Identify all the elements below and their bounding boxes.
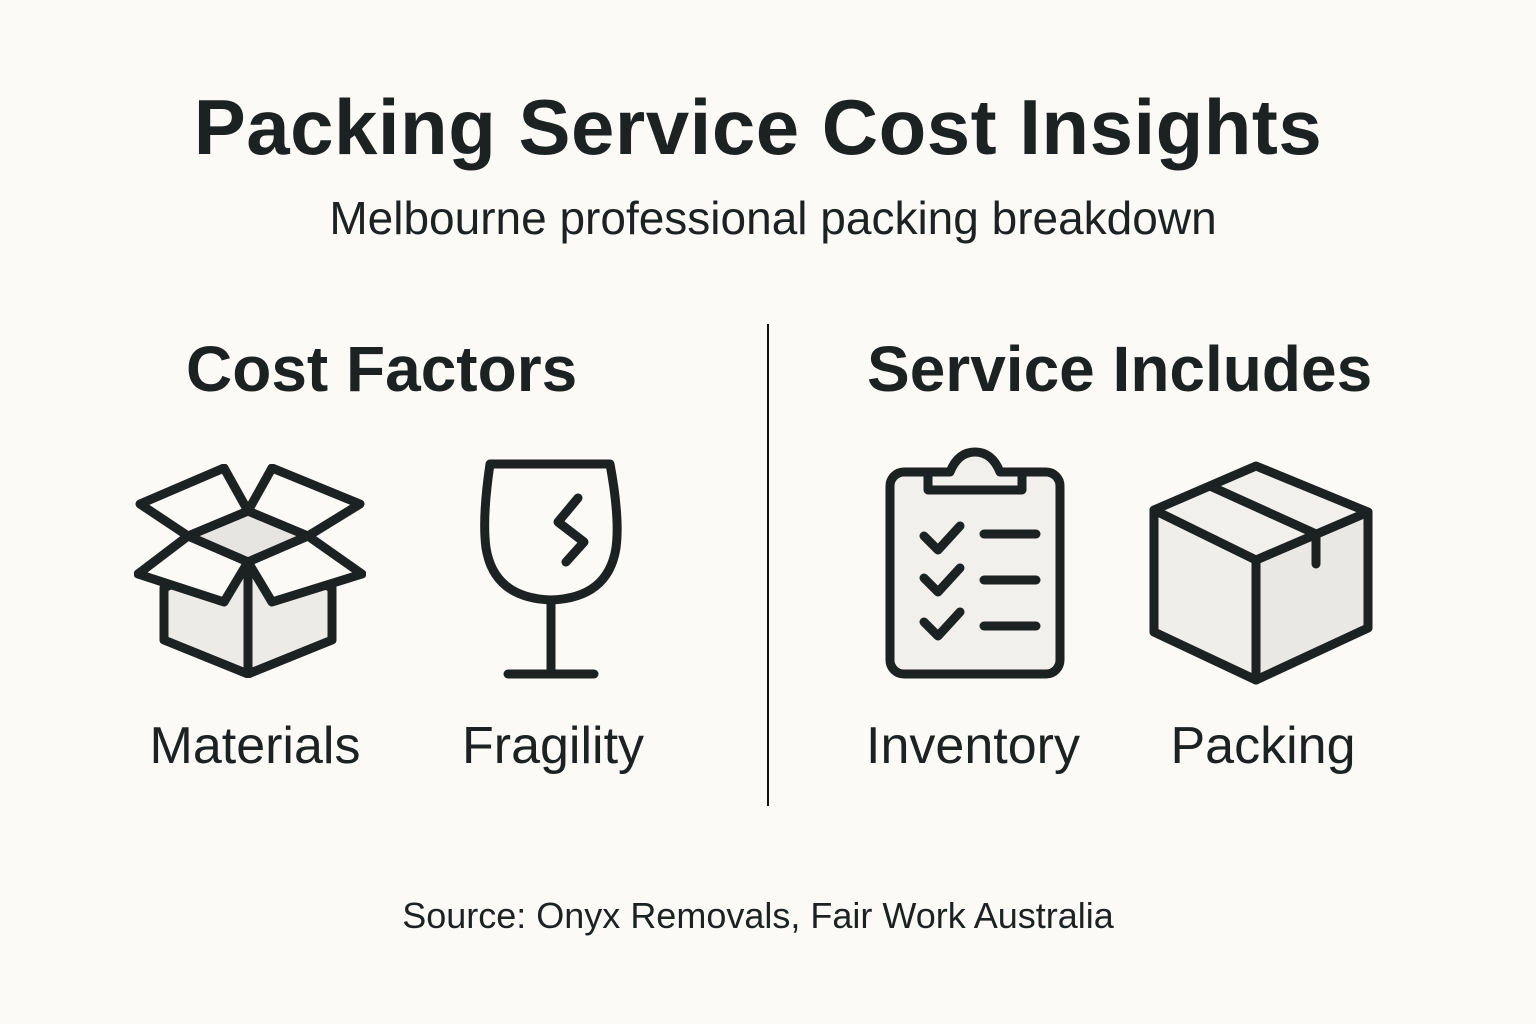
closed-box-icon [1146,460,1374,686]
open-box-icon [134,464,366,678]
broken-glass-icon [478,458,624,680]
inventory-label: Inventory [866,717,1080,775]
packing-label: Packing [1170,717,1356,775]
source-citation: Source: Onyx Removals, Fair Work Austral… [402,895,1114,936]
materials-label: Materials [149,717,361,775]
cost-factors-heading: Cost Factors [186,333,578,405]
fragility-label: Fragility [461,717,645,775]
page-subtitle: Melbourne professional packing breakdown [329,192,1217,244]
service-includes-heading: Service Includes [867,333,1373,405]
clipboard-checklist-icon [884,446,1066,680]
section-divider [767,324,769,806]
page-title: Packing Service Cost Insights [193,83,1323,171]
